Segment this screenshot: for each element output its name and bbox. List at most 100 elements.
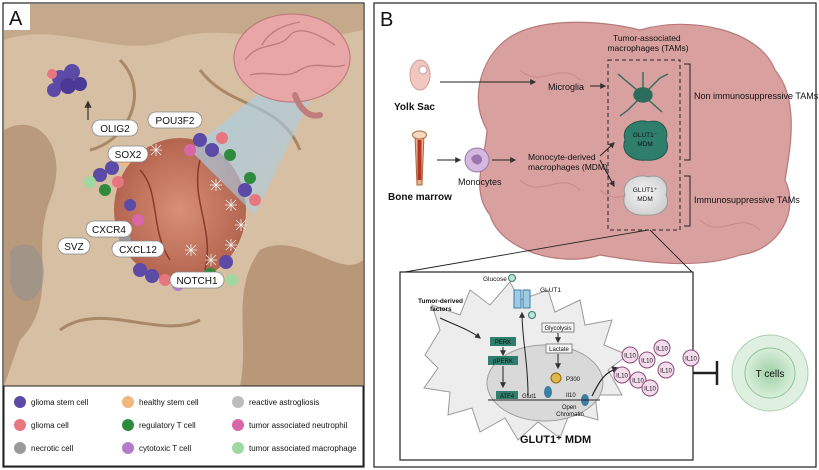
legend-item: tumor associated neutrophil xyxy=(232,419,348,431)
il10-bubble: IL10 xyxy=(653,339,671,357)
zoom-line-left xyxy=(404,229,649,273)
il10-label: IL10 xyxy=(624,354,636,360)
legend-swatch xyxy=(122,442,134,454)
bracket-immuno xyxy=(684,175,691,227)
bone-marrow-label: Bone marrow xyxy=(388,192,452,203)
lactate-label: Lactate xyxy=(549,347,569,353)
atf4-box xyxy=(496,391,518,399)
legend-swatch xyxy=(232,442,244,454)
bracket-non-immuno xyxy=(684,63,691,161)
legend-item: glioma cell xyxy=(14,419,69,431)
svg-text:OLIG2: OLIG2 xyxy=(100,124,130,135)
arrow-il10-secretion xyxy=(591,366,620,397)
legend-label: glioma stem cell xyxy=(31,398,89,407)
legend-label: glioma cell xyxy=(31,421,69,430)
panel-a-letter: A xyxy=(9,8,23,30)
mdm-label: Monocyte-derived macrophages (MDM) xyxy=(528,152,608,172)
tcells-label: T cells xyxy=(756,369,785,380)
legend-label: regulatory T cell xyxy=(139,421,196,430)
il10-label: IL10 xyxy=(660,369,672,375)
marker-notch1: NOTCH1 xyxy=(169,271,225,289)
microglia-cell-icon xyxy=(617,72,669,117)
ventricle xyxy=(10,244,44,301)
marker-cxcl12: CXCL12 xyxy=(111,240,165,258)
yolk-sac-label: Yolk Sac xyxy=(394,102,435,113)
tcells-inner xyxy=(744,347,796,399)
legend-label: tumor associated macrophage xyxy=(249,444,357,453)
legend-swatch xyxy=(14,419,26,431)
panel-b: B Yolk Sac Microglia Bone marrow Monocyt… xyxy=(373,2,819,468)
legend-label: reactive astrogliosis xyxy=(249,398,319,407)
il10-bubble: IL10 xyxy=(638,351,656,369)
pperk-label: pPERK xyxy=(493,359,513,365)
legend-item: necrotic cell xyxy=(14,442,73,454)
arrow-factors-perk xyxy=(439,317,481,339)
cell-cluster-pou3f2 xyxy=(184,132,236,161)
il10-bubble: IL10 xyxy=(657,361,675,379)
marker-pou3f2: POU3F2 xyxy=(147,111,203,129)
arrow-mdm-glut1neg xyxy=(599,142,615,157)
legend-item: tumor associated macrophage xyxy=(232,442,357,454)
panel-a-letter-bg xyxy=(4,4,30,30)
perk-label: PERK xyxy=(495,340,511,346)
glucose-dot xyxy=(508,274,516,282)
il10-bubble: IL10 xyxy=(682,349,700,367)
marker-cxcr4: CXCR4 xyxy=(85,220,133,238)
panel-a: OLIG2 POU3F2 SOX2 CXCR4 SVZ CXCL12 NOTCH… xyxy=(2,2,365,468)
monocytes-label: Monocytes xyxy=(458,177,502,187)
il10-bubble: IL10 xyxy=(641,379,659,397)
astrogliosis-cluster xyxy=(150,144,247,266)
il10-label: IL10 xyxy=(656,347,668,353)
glut1-neg-label-line2: MDM xyxy=(637,141,653,148)
svg-text:SVZ: SVZ xyxy=(64,242,83,253)
marker-svz: SVZ xyxy=(57,237,91,255)
marker-sox2: SOX2 xyxy=(107,145,149,163)
glut1-transporter xyxy=(513,289,531,309)
legend-label: healthy stem cell xyxy=(139,398,199,407)
p300-label: P300 xyxy=(566,377,581,383)
glycolysis-box xyxy=(541,322,575,333)
non-immuno-label: Non immunosuppressive TAMs xyxy=(694,91,819,101)
legend-item: glioma stem cell xyxy=(14,396,89,408)
glut1-neg-label-line1: GLUT1⁻ xyxy=(633,132,658,139)
marker-olig2: OLIG2 xyxy=(91,119,139,137)
legend-swatch xyxy=(122,396,134,408)
arrow-mdm-glut1pos xyxy=(599,159,615,188)
svg-text:NOTCH1: NOTCH1 xyxy=(176,276,218,287)
svg-text:CXCR4: CXCR4 xyxy=(92,225,126,236)
il10-label: IL10 xyxy=(685,357,697,363)
panel-b-letter: B xyxy=(380,9,393,31)
glucose-label: Glucose xyxy=(483,276,507,283)
legend-label: necrotic cell xyxy=(31,444,73,453)
il10-bubble: IL10 xyxy=(613,366,631,384)
inset-title: GLUT1⁺ MDM xyxy=(520,434,591,446)
legend-swatch xyxy=(14,396,26,408)
glycolysis-label: Glycolysis xyxy=(544,326,571,332)
il10-gene-label: Il10 xyxy=(566,393,576,399)
atf4-label: ATF4 xyxy=(500,394,515,400)
svg-text:POU3F2: POU3F2 xyxy=(156,116,195,127)
legend-item: regulatory T cell xyxy=(122,419,196,431)
zoom-line-right xyxy=(649,229,693,273)
glut1-neg-mdm-icon: GLUT1⁻ MDM xyxy=(623,120,668,161)
tams-header: Tumor-associated macrophages (TAMs) xyxy=(607,33,688,53)
legend-box xyxy=(3,385,364,467)
arrow-glut1-expression xyxy=(519,311,529,396)
microglia-label: Microglia xyxy=(548,82,584,92)
svg-text:SOX2: SOX2 xyxy=(115,150,142,161)
brain-icon xyxy=(233,13,351,119)
pperk-box xyxy=(488,356,518,365)
lactate-box xyxy=(545,343,573,354)
il10-bubble: IL10 xyxy=(629,371,647,389)
tumor-factors-label: Tumor-derived factors xyxy=(418,298,465,313)
legend-item: cytotoxic T cell xyxy=(122,442,191,454)
open-chromatin-label: Open Chromatin xyxy=(556,405,584,418)
yolk-sac-icon xyxy=(409,59,431,91)
legend-swatch xyxy=(232,396,244,408)
cell-cluster-top-left xyxy=(47,64,87,97)
p300-molecule xyxy=(550,372,562,384)
chromatin-icon xyxy=(540,386,600,406)
monocyte-icon xyxy=(464,147,490,173)
